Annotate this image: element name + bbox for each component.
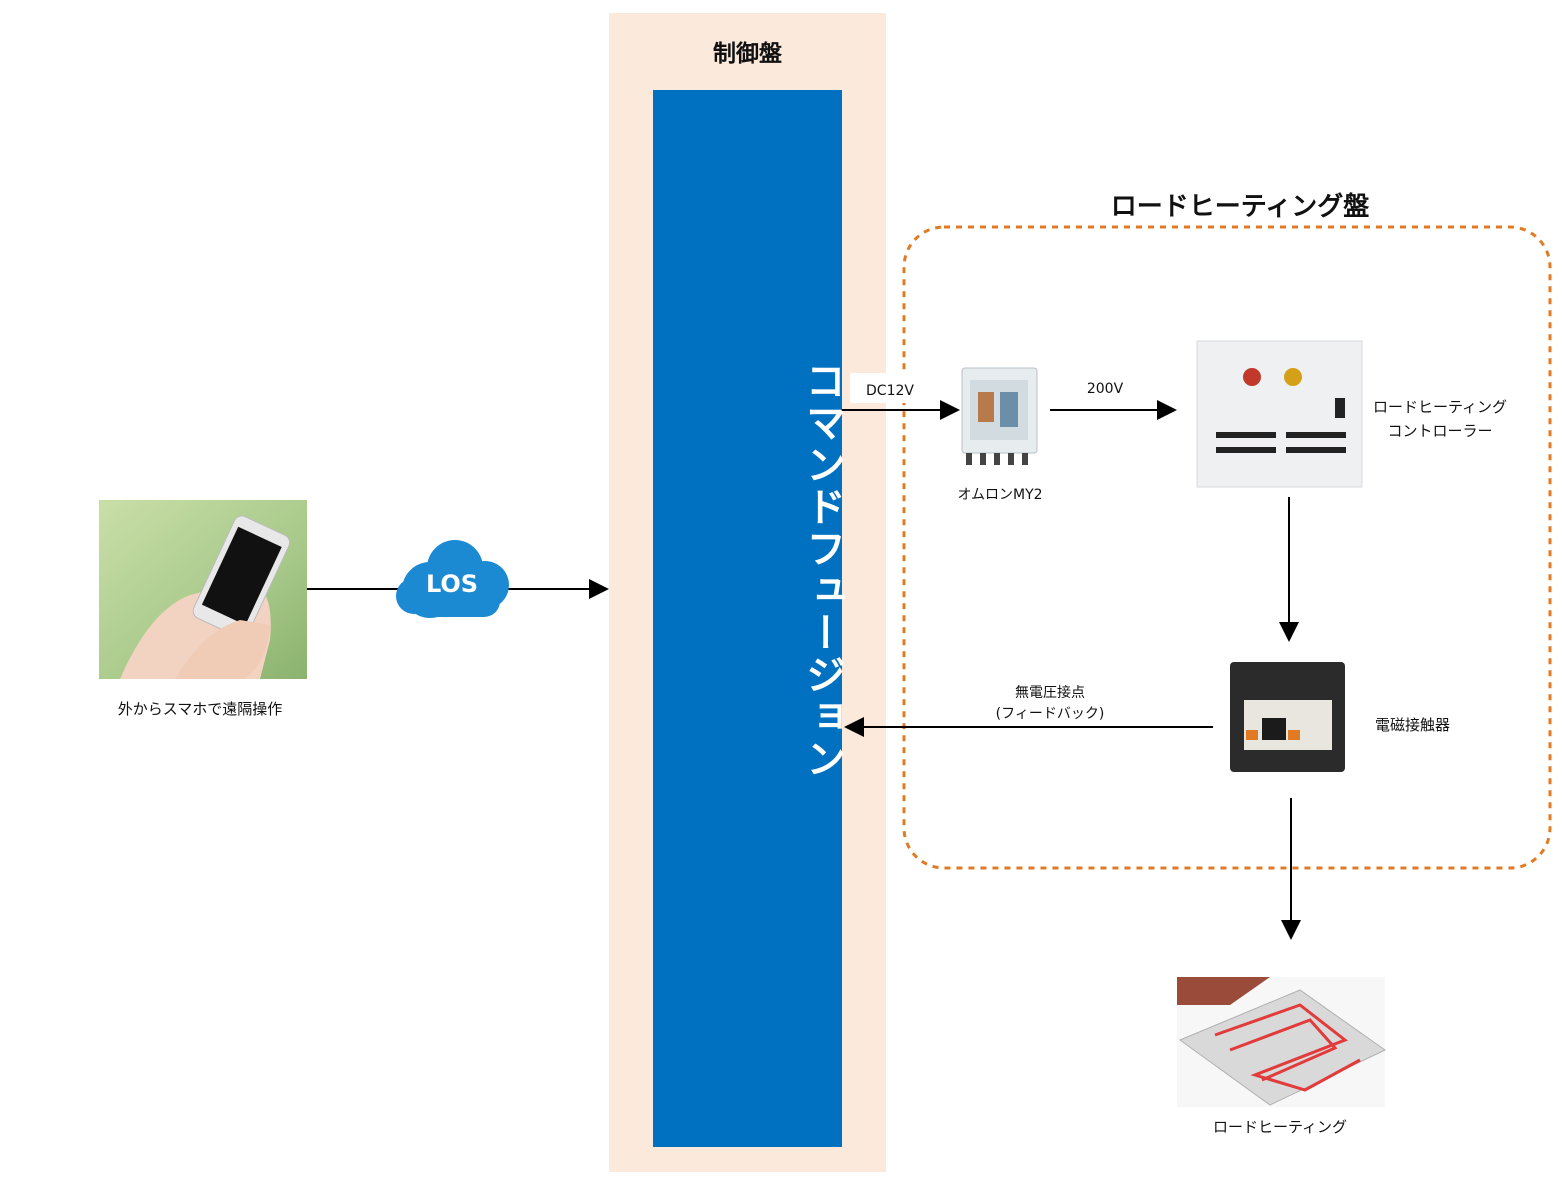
command-fusion-block: コマンドフュージョン [653,90,845,1147]
road-heating-image [1177,977,1386,1107]
cloud-icon [396,540,509,618]
200v-label: 200V [1086,381,1124,397]
road-heating-panel-border [902,225,1552,870]
smartphone-image [99,500,307,679]
contactor-image [1230,662,1345,772]
control-panel-title: 制御盤 [713,41,782,67]
feedback-label-2: (フィードバック) [995,706,1105,722]
cloud-label: LOS [425,570,479,598]
feedback-label-1: 無電圧接点 [1015,685,1085,701]
phone-caption: 外からスマホで遠隔操作 [117,700,283,718]
relay-caption: オムロンMY2 [957,487,1043,503]
contactor-caption: 電磁接触器 [1374,716,1450,734]
road-heating-panel-title: ロードヒーティング盤 [1110,192,1370,222]
dc12v-label: DC12V [866,383,914,399]
controller-caption-1: ロードヒーティング [1372,398,1508,416]
road-heating-caption: ロードヒーティング [1212,1118,1348,1136]
relay-image [961,367,1038,465]
command-fusion-label: コマンドフュージョン [799,360,845,780]
controller-caption-2: コントローラー [1387,422,1493,440]
controller-image [1196,340,1363,488]
